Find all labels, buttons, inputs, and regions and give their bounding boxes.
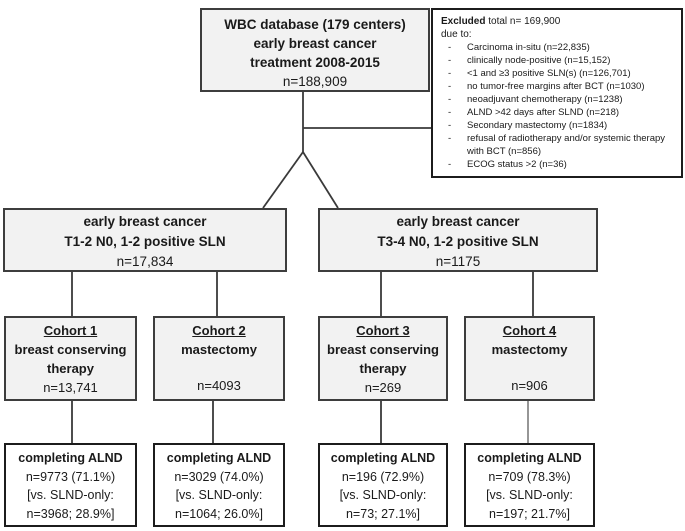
cohort-box-3: Cohort 3 breast conserving therapy n=269 — [318, 316, 448, 401]
alnd-box-1: completing ALND n=9773 (71.1%) [vs. SLND… — [4, 443, 137, 527]
cohort-title: Cohort 4 — [502, 323, 557, 338]
cohort-n: n=906 — [511, 378, 548, 393]
cohort-n: n=4093 — [197, 378, 241, 393]
branch-n: n=1175 — [435, 254, 481, 269]
excluded-box: Excluded total n= 169,900 due to: -Carci… — [431, 8, 683, 178]
excluded-item: -neoadjuvant chemotherapy (n=1238) — [448, 94, 623, 105]
database-n: n=188,909 — [282, 74, 348, 89]
alnd-vs-label: [vs. SLND-only: — [486, 488, 573, 502]
alnd-vs-label: [vs. SLND-only: — [339, 488, 427, 502]
excluded-item: -no tumor-free margins after BCT (n=1030… — [448, 81, 645, 92]
cohort-subtitle: breast conserving therapy — [327, 342, 439, 376]
excluded-subtitle: due to: — [441, 29, 472, 40]
alnd-vs-n: n=3968; 28.9%] — [26, 506, 115, 521]
branch-line-2: T3-4 N0, 1-2 positive SLN — [377, 234, 539, 249]
alnd-box-2: completing ALND n=3029 (74.0%) [vs. SLND… — [153, 443, 285, 527]
cohort-subtitle: mastectomy — [181, 342, 257, 357]
cohort-title: Cohort 1 — [43, 323, 98, 338]
excluded-item: -Secondary mastectomy (n=1834) — [448, 120, 608, 131]
alnd-n: n=196 (72.9%) — [341, 469, 425, 484]
excluded-item: -ECOG status >2 (n=36) — [448, 159, 567, 170]
excluded-item: -<1 and ≥3 positive SLN(s) (n=126,701) — [448, 68, 631, 79]
excluded-title: Excluded total n= 169,900 — [441, 16, 561, 27]
branch-n: n=17,834 — [116, 254, 174, 269]
cohort-box-2: Cohort 2 mastectomy n=4093 — [153, 316, 285, 401]
alnd-n: n=3029 (74.0%) — [174, 469, 264, 484]
cohort-box-1: Cohort 1 breast conserving therapy n=13,… — [4, 316, 137, 401]
alnd-box-3: completing ALND n=196 (72.9%) [vs. SLND-… — [318, 443, 448, 527]
database-box: WBC database (179 centers) early breast … — [200, 8, 430, 92]
alnd-title: completing ALND — [330, 451, 436, 465]
alnd-vs-n: n=73; 27.1%] — [345, 506, 421, 521]
alnd-n: n=9773 (71.1%) — [25, 469, 116, 484]
branch-line-2: T1-2 N0, 1-2 positive SLN — [64, 234, 226, 249]
excluded-item: -refusal of radiotherapy and/or systemic… — [448, 133, 666, 157]
cohort-n: n=13,741 — [43, 380, 98, 395]
database-line-3: treatment 2008-2015 — [250, 55, 380, 70]
database-line-1: WBC database (179 centers) — [224, 17, 406, 32]
excluded-item: -clinically node-positive (n=15,152) — [448, 55, 611, 66]
cohort-title: Cohort 3 — [356, 323, 410, 338]
alnd-title: completing ALND — [166, 451, 272, 465]
branch-box-t12: early breast cancer T1-2 N0, 1-2 positiv… — [3, 208, 287, 272]
alnd-title: completing ALND — [18, 451, 123, 465]
cohort-n: n=269 — [364, 380, 402, 395]
excluded-item: -Carcinoma in-situ (n=22,835) — [448, 42, 590, 53]
alnd-vs-n: n=197; 21.7%] — [489, 506, 570, 521]
branch-line-1: early breast cancer — [396, 214, 520, 229]
alnd-vs-label: [vs. SLND-only: — [175, 488, 263, 502]
alnd-box-4: completing ALND n=709 (78.3%) [vs. SLND-… — [464, 443, 595, 527]
database-line-2: early breast cancer — [253, 36, 377, 51]
alnd-title: completing ALND — [477, 451, 582, 465]
alnd-vs-label: [vs. SLND-only: — [27, 488, 114, 502]
excluded-item: -ALND >42 days after SLND (n=218) — [448, 107, 620, 118]
cohort-box-4: Cohort 4 mastectomy n=906 — [464, 316, 595, 401]
cohort-subtitle: breast conserving therapy — [14, 342, 127, 376]
alnd-n: n=709 (78.3%) — [488, 469, 571, 484]
cohort-title: Cohort 2 — [192, 323, 246, 338]
alnd-vs-n: n=1064; 26.0%] — [175, 506, 263, 521]
cohort-subtitle: mastectomy — [491, 342, 568, 357]
branch-box-t34: early breast cancer T3-4 N0, 1-2 positiv… — [318, 208, 598, 272]
branch-line-1: early breast cancer — [83, 214, 207, 229]
